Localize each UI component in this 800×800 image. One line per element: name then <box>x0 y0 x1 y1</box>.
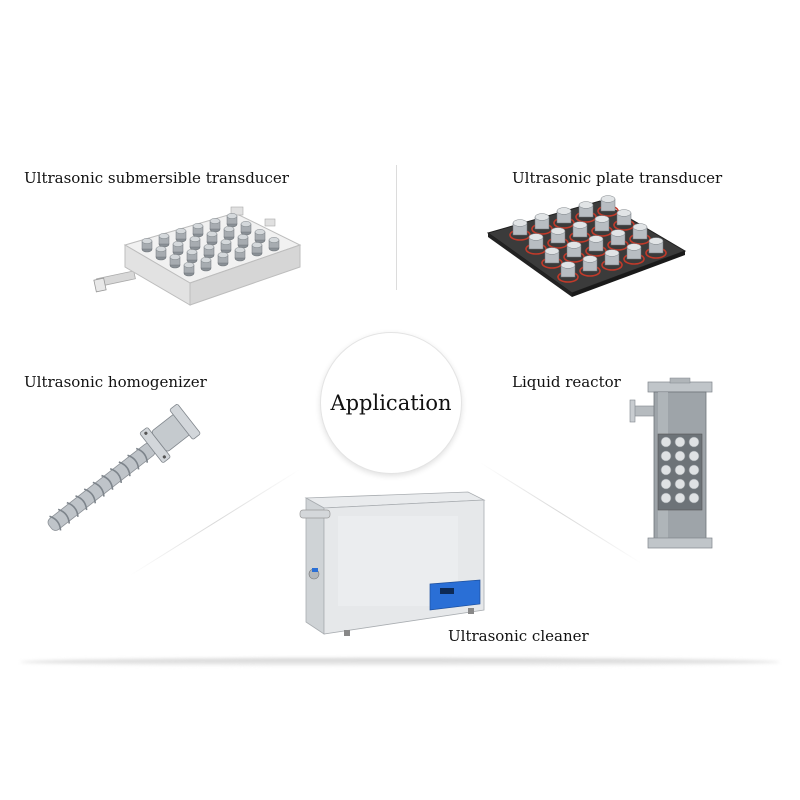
ultrasonic-cleaner-label: Ultrasonic cleaner <box>448 627 589 645</box>
liquid-reactor-image <box>629 377 713 549</box>
liquid-reactor-label: Liquid reactor <box>512 373 621 391</box>
application-circle: Application <box>320 332 462 474</box>
homogenizer-label: Ultrasonic homogenizer <box>24 373 207 391</box>
vertical-divider <box>396 165 397 290</box>
ultrasonic-cleaner-image <box>299 491 486 636</box>
submersible-transducer-label: Ultrasonic submersible transducer <box>24 169 289 187</box>
plate-transducer-image <box>486 195 687 297</box>
homogenizer-image <box>47 404 201 531</box>
application-label: Application <box>330 391 452 415</box>
floor-shadow <box>20 658 780 666</box>
right-diagonal-divider <box>479 462 642 564</box>
submersible-transducer-image <box>93 206 302 306</box>
plate-transducer-label: Ultrasonic plate transducer <box>512 169 723 187</box>
